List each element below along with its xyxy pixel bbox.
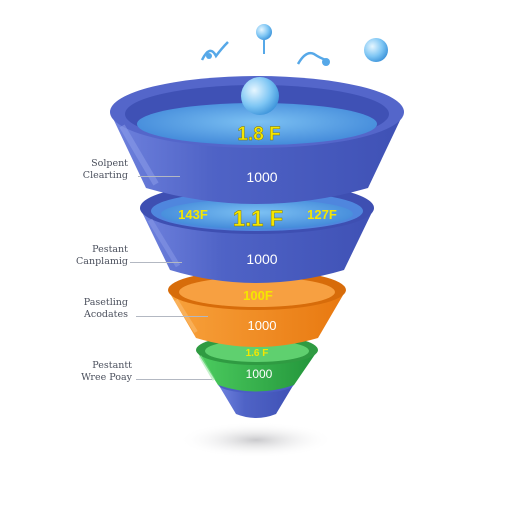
side-label-4-line1: Pestantt (92, 360, 132, 371)
droplet-top (256, 24, 272, 40)
floor-shadow (178, 422, 334, 458)
side-label-2-line1: Pestant (92, 244, 128, 255)
splash-right (296, 51, 327, 65)
leader-line-4 (136, 379, 212, 380)
side-label-2-line2: Canplamig (76, 256, 128, 267)
splash-left (200, 41, 229, 61)
top-inner-value: 1.8 F (237, 124, 280, 145)
side-label-1-line2: Clearting (82, 170, 128, 181)
side-label-1-line1: Solpent (91, 158, 128, 169)
bubble-right (364, 38, 388, 62)
second-center-value: 1.1 F (233, 206, 283, 231)
side-label-1: Solpent Clearting (83, 158, 128, 182)
fourth-inner-value: 1.6 F (246, 348, 269, 359)
leader-line-3 (136, 316, 208, 317)
second-right-value: 127F (307, 207, 337, 222)
second-body-value: 1000 (246, 251, 277, 267)
bubble-large (241, 77, 279, 115)
side-label-3-line2: Acodates (84, 309, 128, 320)
tier-orange (168, 270, 346, 347)
top-body-value: 1000 (246, 169, 277, 185)
side-label-4-line2: Wree Poay (81, 372, 132, 383)
tier-blue-second (140, 182, 374, 283)
third-inner-value: 100F (243, 288, 273, 303)
leader-line-1 (138, 176, 180, 177)
side-label-3: Pasetling Acodates (84, 297, 128, 321)
second-left-value: 143F (178, 207, 208, 222)
fourth-body-value: 1000 (246, 367, 273, 381)
water-droplets (200, 24, 388, 115)
side-label-2: Pestant Canplamig (76, 244, 128, 268)
side-label-3-line1: Pasetling (83, 297, 128, 308)
third-body-value: 1000 (248, 318, 277, 333)
side-label-4: Pestantt Wree Poay (81, 360, 132, 384)
tier-green (196, 335, 318, 392)
leader-line-2 (130, 262, 182, 263)
